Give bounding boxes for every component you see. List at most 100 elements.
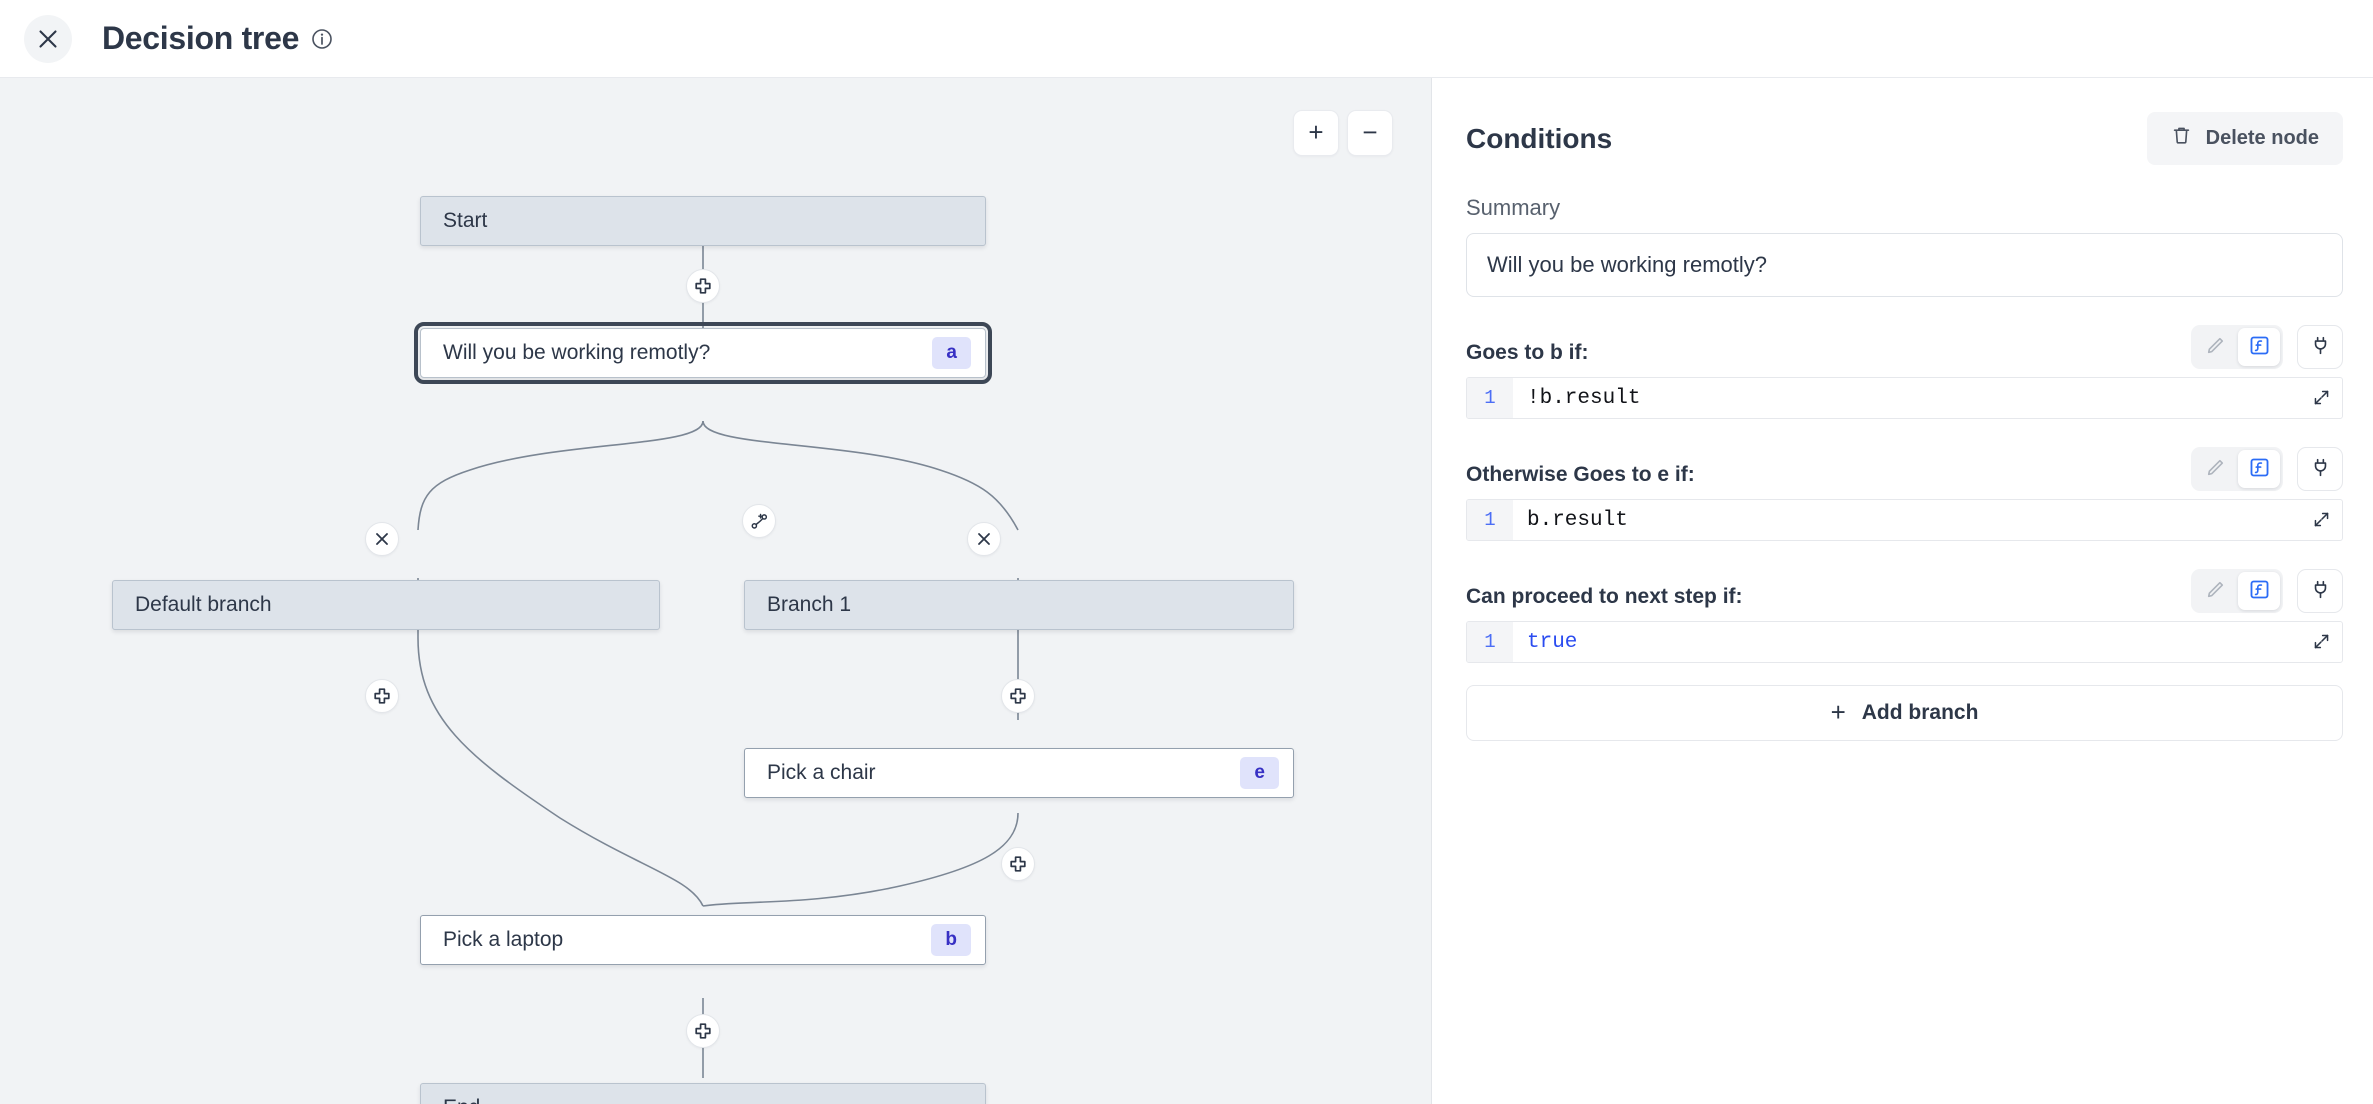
code-editor-1[interactable]: 1 b.result xyxy=(1466,499,2343,541)
panel-title: Conditions xyxy=(1466,122,1613,154)
function-icon xyxy=(2249,579,2270,603)
pencil-icon xyxy=(2205,335,2226,359)
add-branch-icon xyxy=(750,512,769,531)
pencil-icon-button-0[interactable] xyxy=(2194,328,2236,366)
function-icon-button-1[interactable] xyxy=(2238,450,2280,488)
flow-node-end[interactable]: End xyxy=(420,1083,986,1104)
code-text-0[interactable]: !b.result xyxy=(1527,386,1641,410)
add-branch-button[interactable]: + Add branch xyxy=(1466,685,2343,741)
add-node-handle-default-branch[interactable] xyxy=(365,679,399,713)
close-icon xyxy=(976,531,992,547)
add-node-icon xyxy=(694,277,712,295)
zoom-controls: + − xyxy=(1293,110,1393,156)
editor-mode-toggle-2 xyxy=(2191,569,2283,613)
line-number-1: 1 xyxy=(1467,500,1513,540)
close-button[interactable] xyxy=(24,14,72,63)
plug-icon xyxy=(2310,335,2331,359)
delete-branch-handle-default[interactable] xyxy=(365,522,399,556)
pencil-icon xyxy=(2205,457,2226,481)
condition-label-2: Can proceed to next step if: xyxy=(1466,585,1743,608)
add-node-icon xyxy=(1009,687,1027,705)
conditions-panel: Conditions Delete node Summary Goes to b… xyxy=(1432,78,2373,1104)
node-label: Pick a laptop xyxy=(443,928,564,951)
node-label: Default branch xyxy=(135,593,272,616)
node-badge: e xyxy=(1240,757,1279,789)
plug-icon xyxy=(2310,457,2331,481)
add-node-handle-branch-1[interactable] xyxy=(1001,679,1035,713)
plus-icon: + xyxy=(1308,116,1324,147)
panel-header: Conditions Delete node xyxy=(1466,112,2343,165)
pencil-icon-button-2[interactable] xyxy=(2194,572,2236,610)
flow-node-a[interactable]: Will you be working remotly? a xyxy=(414,322,992,384)
plug-icon xyxy=(2310,579,2331,603)
node-label: Will you be working remotly? xyxy=(443,341,711,364)
condition-block-2: Can proceed to next step if: xyxy=(1466,567,2343,663)
condition-label-0: Goes to b if: xyxy=(1466,341,1589,364)
condition-header-1: Otherwise Goes to e if: xyxy=(1466,445,2343,491)
delete-node-label: Delete node xyxy=(2205,127,2319,149)
flow-node-pick-a-laptop[interactable]: Pick a laptop b xyxy=(420,915,986,965)
plus-icon: + xyxy=(1830,697,1846,727)
condition-actions-2 xyxy=(2191,569,2343,613)
close-icon xyxy=(37,28,59,50)
flow-graph: Start Will you be working remotly? a xyxy=(0,78,1431,1104)
code-text-1[interactable]: b.result xyxy=(1527,508,1628,532)
condition-block-0: Goes to b if: xyxy=(1466,323,2343,419)
line-number-2: 1 xyxy=(1467,622,1513,662)
editor-mode-toggle-0 xyxy=(2191,325,2283,369)
plug-icon-button-1[interactable] xyxy=(2297,447,2343,491)
minus-icon: − xyxy=(1362,116,1378,147)
code-editor-0[interactable]: 1 !b.result xyxy=(1466,377,2343,419)
add-node-icon xyxy=(373,687,391,705)
page-title: Decision tree xyxy=(102,20,300,56)
function-icon-button-2[interactable] xyxy=(2238,572,2280,610)
flow-canvas[interactable]: + − xyxy=(0,78,1432,1104)
expand-editor-button-2[interactable] xyxy=(2302,624,2340,662)
flow-node-pick-a-chair[interactable]: Pick a chair e xyxy=(744,748,1294,798)
trash-icon xyxy=(2171,125,2192,152)
node-label: Pick a chair xyxy=(767,761,876,784)
add-node-icon xyxy=(694,1022,712,1040)
flow-node-start[interactable]: Start xyxy=(420,196,986,246)
plug-icon-button-0[interactable] xyxy=(2297,325,2343,369)
condition-actions-1 xyxy=(2191,447,2343,491)
pencil-icon-button-1[interactable] xyxy=(2194,450,2236,488)
function-icon xyxy=(2249,457,2270,481)
add-node-handle-pick-a-laptop[interactable] xyxy=(686,1014,720,1048)
condition-label-1: Otherwise Goes to e if: xyxy=(1466,463,1695,486)
delete-branch-handle-branch1[interactable] xyxy=(967,522,1001,556)
add-branch-handle[interactable] xyxy=(742,504,776,538)
add-node-handle-start[interactable] xyxy=(686,269,720,303)
condition-header-2: Can proceed to next step if: xyxy=(1466,567,2343,613)
add-branch-label: Add branch xyxy=(1861,701,1979,724)
line-number-0: 1 xyxy=(1467,378,1513,418)
node-label: End xyxy=(421,1096,480,1104)
flow-node-branch-1[interactable]: Branch 1 xyxy=(744,580,1294,630)
node-label: Start xyxy=(443,209,488,232)
code-text-2[interactable]: true xyxy=(1527,630,1578,654)
expand-icon xyxy=(2313,389,2330,409)
node-label: Branch 1 xyxy=(767,593,852,616)
add-node-handle-pick-a-chair[interactable] xyxy=(1001,847,1035,881)
condition-actions-0 xyxy=(2191,325,2343,369)
zoom-in-button[interactable]: + xyxy=(1293,110,1339,156)
summary-label: Summary xyxy=(1466,195,1561,220)
expand-editor-button-0[interactable] xyxy=(2302,380,2340,418)
node-badge: a xyxy=(932,337,971,369)
function-icon-button-0[interactable] xyxy=(2238,328,2280,366)
summary-input[interactable] xyxy=(1466,233,2343,297)
plug-icon-button-2[interactable] xyxy=(2297,569,2343,613)
flow-node-default-branch[interactable]: Default branch xyxy=(112,580,660,630)
condition-header-0: Goes to b if: xyxy=(1466,323,2343,369)
code-editor-2[interactable]: 1 true xyxy=(1466,621,2343,663)
zoom-out-button[interactable]: − xyxy=(1347,110,1393,156)
delete-node-button[interactable]: Delete node xyxy=(2146,112,2343,165)
expand-icon xyxy=(2313,633,2330,653)
close-icon xyxy=(374,531,390,547)
app-header: Decision tree xyxy=(0,0,2373,78)
info-icon[interactable] xyxy=(311,28,333,50)
node-badge: b xyxy=(931,924,971,956)
condition-block-1: Otherwise Goes to e if: xyxy=(1466,445,2343,541)
add-node-icon xyxy=(1009,855,1027,873)
expand-editor-button-1[interactable] xyxy=(2302,502,2340,540)
